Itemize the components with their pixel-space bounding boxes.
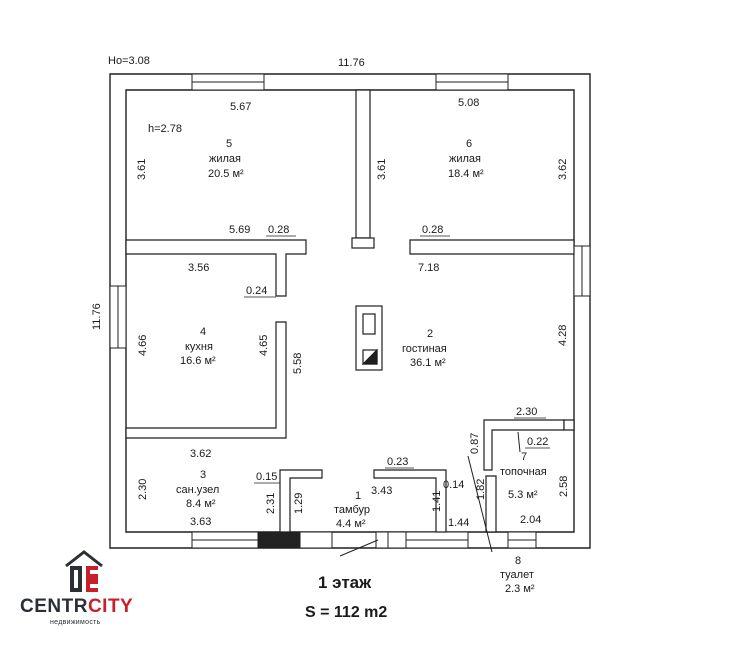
brand-part-city: CITY	[87, 596, 134, 617]
room-name: тамбур	[334, 504, 370, 516]
dim-label: 3.61	[136, 159, 148, 180]
room-name: туалет	[500, 569, 534, 581]
interior-walls	[125, 89, 575, 533]
room-8: 8 туалет 2.3 м²	[500, 555, 535, 595]
dim-label: 3.63	[190, 516, 211, 528]
windows	[109, 73, 591, 549]
dim-label: 0.14	[443, 479, 464, 491]
dim-label: 5.08	[458, 97, 479, 109]
exterior-walls	[109, 73, 591, 549]
dim-label: 0.87	[469, 433, 481, 454]
room-2: 2 гостиная 36.1 м²	[402, 328, 447, 369]
room-area: 8.4 м²	[186, 498, 216, 510]
room-name: кухня	[185, 341, 213, 353]
dim-label: 5.67	[230, 101, 251, 113]
room-area: 4.4 м²	[336, 518, 366, 530]
room-number: 4	[200, 326, 206, 338]
area-text: S = 112 m2	[305, 604, 387, 621]
dimension-labels: 5.67 5.08 3.61 3.61 3.62 5.69 0.28 0.28 …	[136, 97, 570, 529]
dim-label: 3.62	[190, 448, 211, 460]
room-number: 8	[515, 555, 521, 567]
room-number: 3	[200, 469, 206, 481]
dim-label: 1.44	[448, 517, 469, 529]
room-number: 5	[226, 138, 232, 150]
room-area: 16.6 м²	[180, 355, 216, 367]
dim-label: 4.65	[258, 335, 270, 356]
dim-label: 3.61	[376, 159, 388, 180]
room-area: 20.5 м²	[208, 168, 244, 180]
dim-label: 1.82	[475, 479, 487, 500]
floor-title: 1 этаж	[318, 573, 372, 592]
dim-label: 3.56	[188, 262, 209, 274]
dim-label: 0.23	[387, 456, 408, 468]
dim-label: 4.28	[557, 325, 569, 346]
dim-label: 3.43	[371, 485, 392, 497]
room-7: 7 топочная 5.3 м²	[500, 451, 547, 501]
leader-lines	[339, 431, 521, 557]
room-5: 5 жилая 20.5 м²	[208, 138, 244, 180]
logo-mark-icon	[65, 550, 103, 592]
dim-label: 2.30	[137, 479, 149, 500]
room-area: 2.3 м²	[505, 583, 535, 595]
room-name: топочная	[500, 466, 547, 478]
room-number: 2	[427, 328, 433, 340]
dim-label: 2.04	[520, 514, 541, 526]
dim-label: 2.30	[516, 406, 537, 418]
brand-part-centr: CENTR	[20, 596, 88, 617]
entrance-door-block	[257, 531, 301, 549]
dim-label: 0.24	[246, 285, 267, 297]
room-number: 1	[355, 490, 361, 502]
room-area: 18.4 м²	[448, 168, 484, 180]
top-level-note: Ho=3.08	[108, 55, 150, 67]
dim-label: 5.58	[292, 353, 304, 374]
room-name: гостиная	[402, 343, 447, 355]
dim-label: 0.15	[256, 471, 277, 483]
dim-label: 1.41	[431, 491, 443, 512]
dim-label: 4.66	[137, 335, 149, 356]
room-4: 4 кухня 16.6 м²	[180, 326, 216, 367]
room-6: 6 жилая 18.4 м²	[448, 138, 484, 180]
dim-label: 0.28	[422, 224, 443, 236]
brand-tagline: недвижимость	[50, 619, 101, 626]
room-area: 5.3 м²	[508, 489, 538, 501]
overall-width-dim: 11.76	[338, 57, 365, 69]
dim-label: 2.31	[265, 493, 277, 514]
dim-label: 0.22	[527, 436, 548, 448]
brand-name: CENTRCITY	[20, 596, 133, 618]
ceiling-height-note: h=2.78	[148, 123, 182, 135]
dim-label: 3.62	[557, 159, 569, 180]
room-number: 6	[466, 138, 472, 150]
dim-label: 0.28	[268, 224, 289, 236]
room-1: 1 тамбур 4.4 м²	[334, 490, 370, 530]
dim-label: 5.69	[229, 224, 250, 236]
room-name: жилая	[449, 153, 481, 165]
room-number: 7	[521, 451, 527, 463]
dim-label: 1.29	[293, 493, 305, 514]
dim-underlines	[244, 235, 550, 484]
room-name: жилая	[209, 153, 241, 165]
room-3: 3 сан.узел 8.4 м²	[176, 469, 219, 510]
room-area: 36.1 м²	[410, 357, 446, 369]
dim-label: 2.58	[558, 476, 570, 497]
overall-depth-dim: 11.76	[91, 303, 103, 330]
centrcity-logo: CENTRCITY недвижимость	[20, 548, 170, 632]
dim-label: 7.18	[418, 262, 439, 274]
room-name: сан.узел	[176, 484, 219, 496]
